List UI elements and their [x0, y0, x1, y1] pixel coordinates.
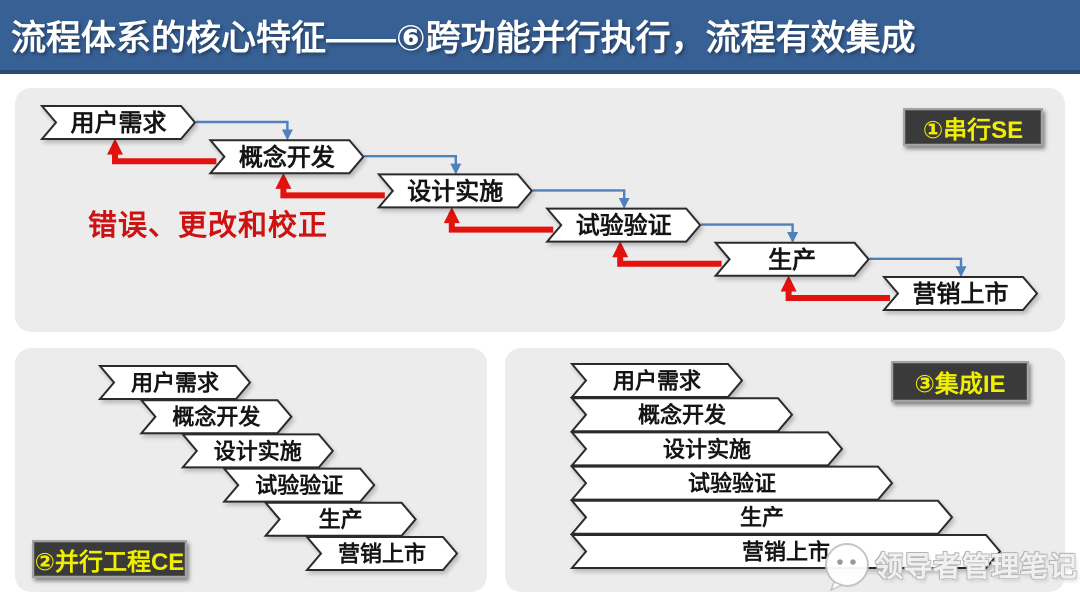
integrated-ie-badge: ③集成IE [891, 361, 1029, 402]
serial-se-badge: ①串行SE [903, 108, 1043, 146]
slide-title: 流程体系的核心特征——⑥跨功能并行执行，流程有效集成 [11, 18, 916, 58]
flow-arrow [701, 223, 799, 243]
serial-stage-label: 设计实施 [407, 178, 503, 206]
integrated-stage-label: 概念开发 [638, 403, 727, 428]
concurrent-stage-shape [304, 536, 459, 571]
concurrent-ce-badge: ②并行工程CE [32, 540, 187, 578]
serial-stage-label: 生产 [768, 246, 816, 274]
integrated-stage-shape [569, 431, 844, 467]
integrated-stage-shape [569, 397, 794, 433]
concurrent-stage-shape [139, 399, 293, 435]
feedback-arrow [443, 207, 554, 233]
concurrent-stage-label: 用户需求 [131, 370, 219, 395]
serial-stage-label: 用户需求 [71, 109, 167, 137]
serial-stage-label: 营销上市 [913, 280, 1009, 308]
feedback-arrow [612, 241, 722, 267]
integrated-stage-shape [569, 534, 1002, 569]
flow-arrow [364, 155, 462, 175]
slide-header: 流程体系的核心特征——⑥跨功能并行执行，流程有效集成 [0, 0, 1080, 74]
integrated-stage-shape [569, 363, 744, 398]
feedback-arrow [275, 172, 385, 199]
concurrent-stage-shape [222, 467, 376, 503]
concurrent-stage-shape [97, 365, 252, 400]
serial-stage-shape [713, 241, 870, 277]
serial-stage-shape [39, 105, 197, 140]
concurrent-stage-label: 试验验证 [255, 473, 343, 498]
serial-stage-shape [545, 207, 702, 243]
flow-arrow [869, 257, 967, 278]
concurrent-stage-label: 设计实施 [214, 439, 302, 464]
concurrent-ce-panel: 用户需求概念开发设计实施试验验证生产营销上市 ②并行工程CE [15, 348, 487, 592]
integrated-stage-shape [569, 499, 954, 535]
concurrent-stage-shape [263, 501, 417, 537]
integrated-stage-label: 试验验证 [688, 471, 776, 496]
serial-stage-label: 概念开发 [239, 143, 335, 171]
integrated-stage-label: 用户需求 [613, 368, 701, 393]
flow-arrow [532, 189, 630, 209]
concurrent-stage-shape [180, 433, 335, 469]
feedback-arrow [780, 275, 890, 301]
flow-arrow [196, 120, 293, 141]
serial-stage-shape [208, 139, 365, 175]
concurrent-stage-label: 生产 [319, 507, 363, 532]
feedback-annotation: 错误、更改和校正 [88, 210, 329, 242]
integrated-stage-label: 设计实施 [663, 437, 751, 462]
serial-stage-label: 试验验证 [576, 212, 672, 240]
serial-stage-shape [376, 173, 534, 209]
integrated-ie-panel: 用户需求概念开发设计实施试验验证生产营销上市 ③集成IE [505, 348, 1065, 592]
concurrent-stage-label: 营销上市 [338, 541, 426, 566]
integrated-stage-shape [569, 465, 894, 501]
serial-se-panel: 用户需求概念开发设计实施试验验证生产营销上市 错误、更改和校正 ①串行SE [15, 88, 1065, 332]
feedback-arrow [107, 138, 217, 165]
concurrent-stage-label: 概念开发 [172, 405, 261, 430]
integrated-stage-label: 生产 [740, 505, 784, 530]
serial-stage-shape [881, 276, 1039, 311]
integrated-stage-label: 营销上市 [742, 539, 830, 564]
